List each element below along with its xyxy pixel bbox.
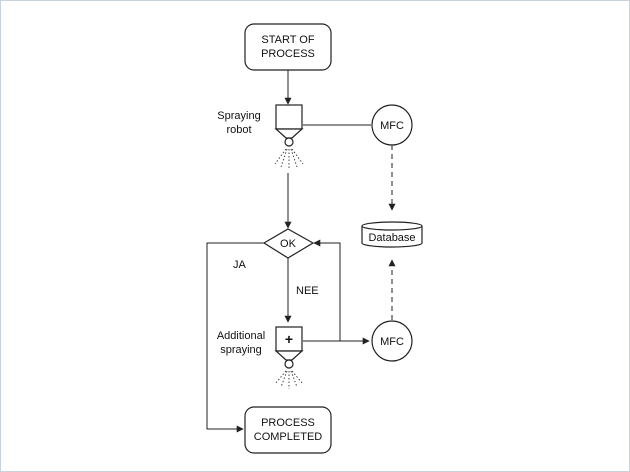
edge-decision-to-completed bbox=[206, 242, 264, 433]
decision-node: OK bbox=[262, 228, 315, 259]
plus-icon: + bbox=[285, 331, 293, 347]
mfc-top-label: MFC bbox=[380, 120, 404, 132]
spray-mist-icon bbox=[274, 148, 304, 169]
spray-mist-icon-2 bbox=[274, 370, 304, 389]
start-node: START OF PROCESS bbox=[244, 23, 332, 71]
start-line-2: PROCESS bbox=[261, 48, 315, 60]
mfc-bottom-node: MFC bbox=[371, 320, 413, 362]
mfc-top-node: MFC bbox=[371, 104, 413, 146]
completed-node: PROCESS COMPLETED bbox=[244, 406, 332, 454]
additional-spraying-label-1: Additional bbox=[217, 330, 265, 342]
spraying-robot-label-1: Spraying bbox=[217, 110, 260, 122]
spraying-robot-nozzle-icon bbox=[274, 104, 304, 147]
additional-spraying-nozzle-icon bbox=[274, 326, 304, 369]
start-line-1: START OF bbox=[261, 34, 314, 46]
completed-line-1: PROCESS bbox=[261, 417, 315, 429]
mfc-bottom-label: MFC bbox=[380, 336, 404, 348]
decision-label: OK bbox=[280, 238, 297, 250]
database-icon bbox=[361, 221, 423, 248]
additional-spraying-label-2: spraying bbox=[220, 344, 262, 356]
no-label: NEE bbox=[296, 285, 319, 297]
spraying-robot-label-2: robot bbox=[226, 124, 251, 136]
database-label: Database bbox=[368, 232, 415, 244]
yes-label: JA bbox=[233, 259, 247, 271]
completed-line-2: COMPLETED bbox=[254, 431, 323, 443]
edge-loop-to-decision bbox=[313, 239, 341, 341]
